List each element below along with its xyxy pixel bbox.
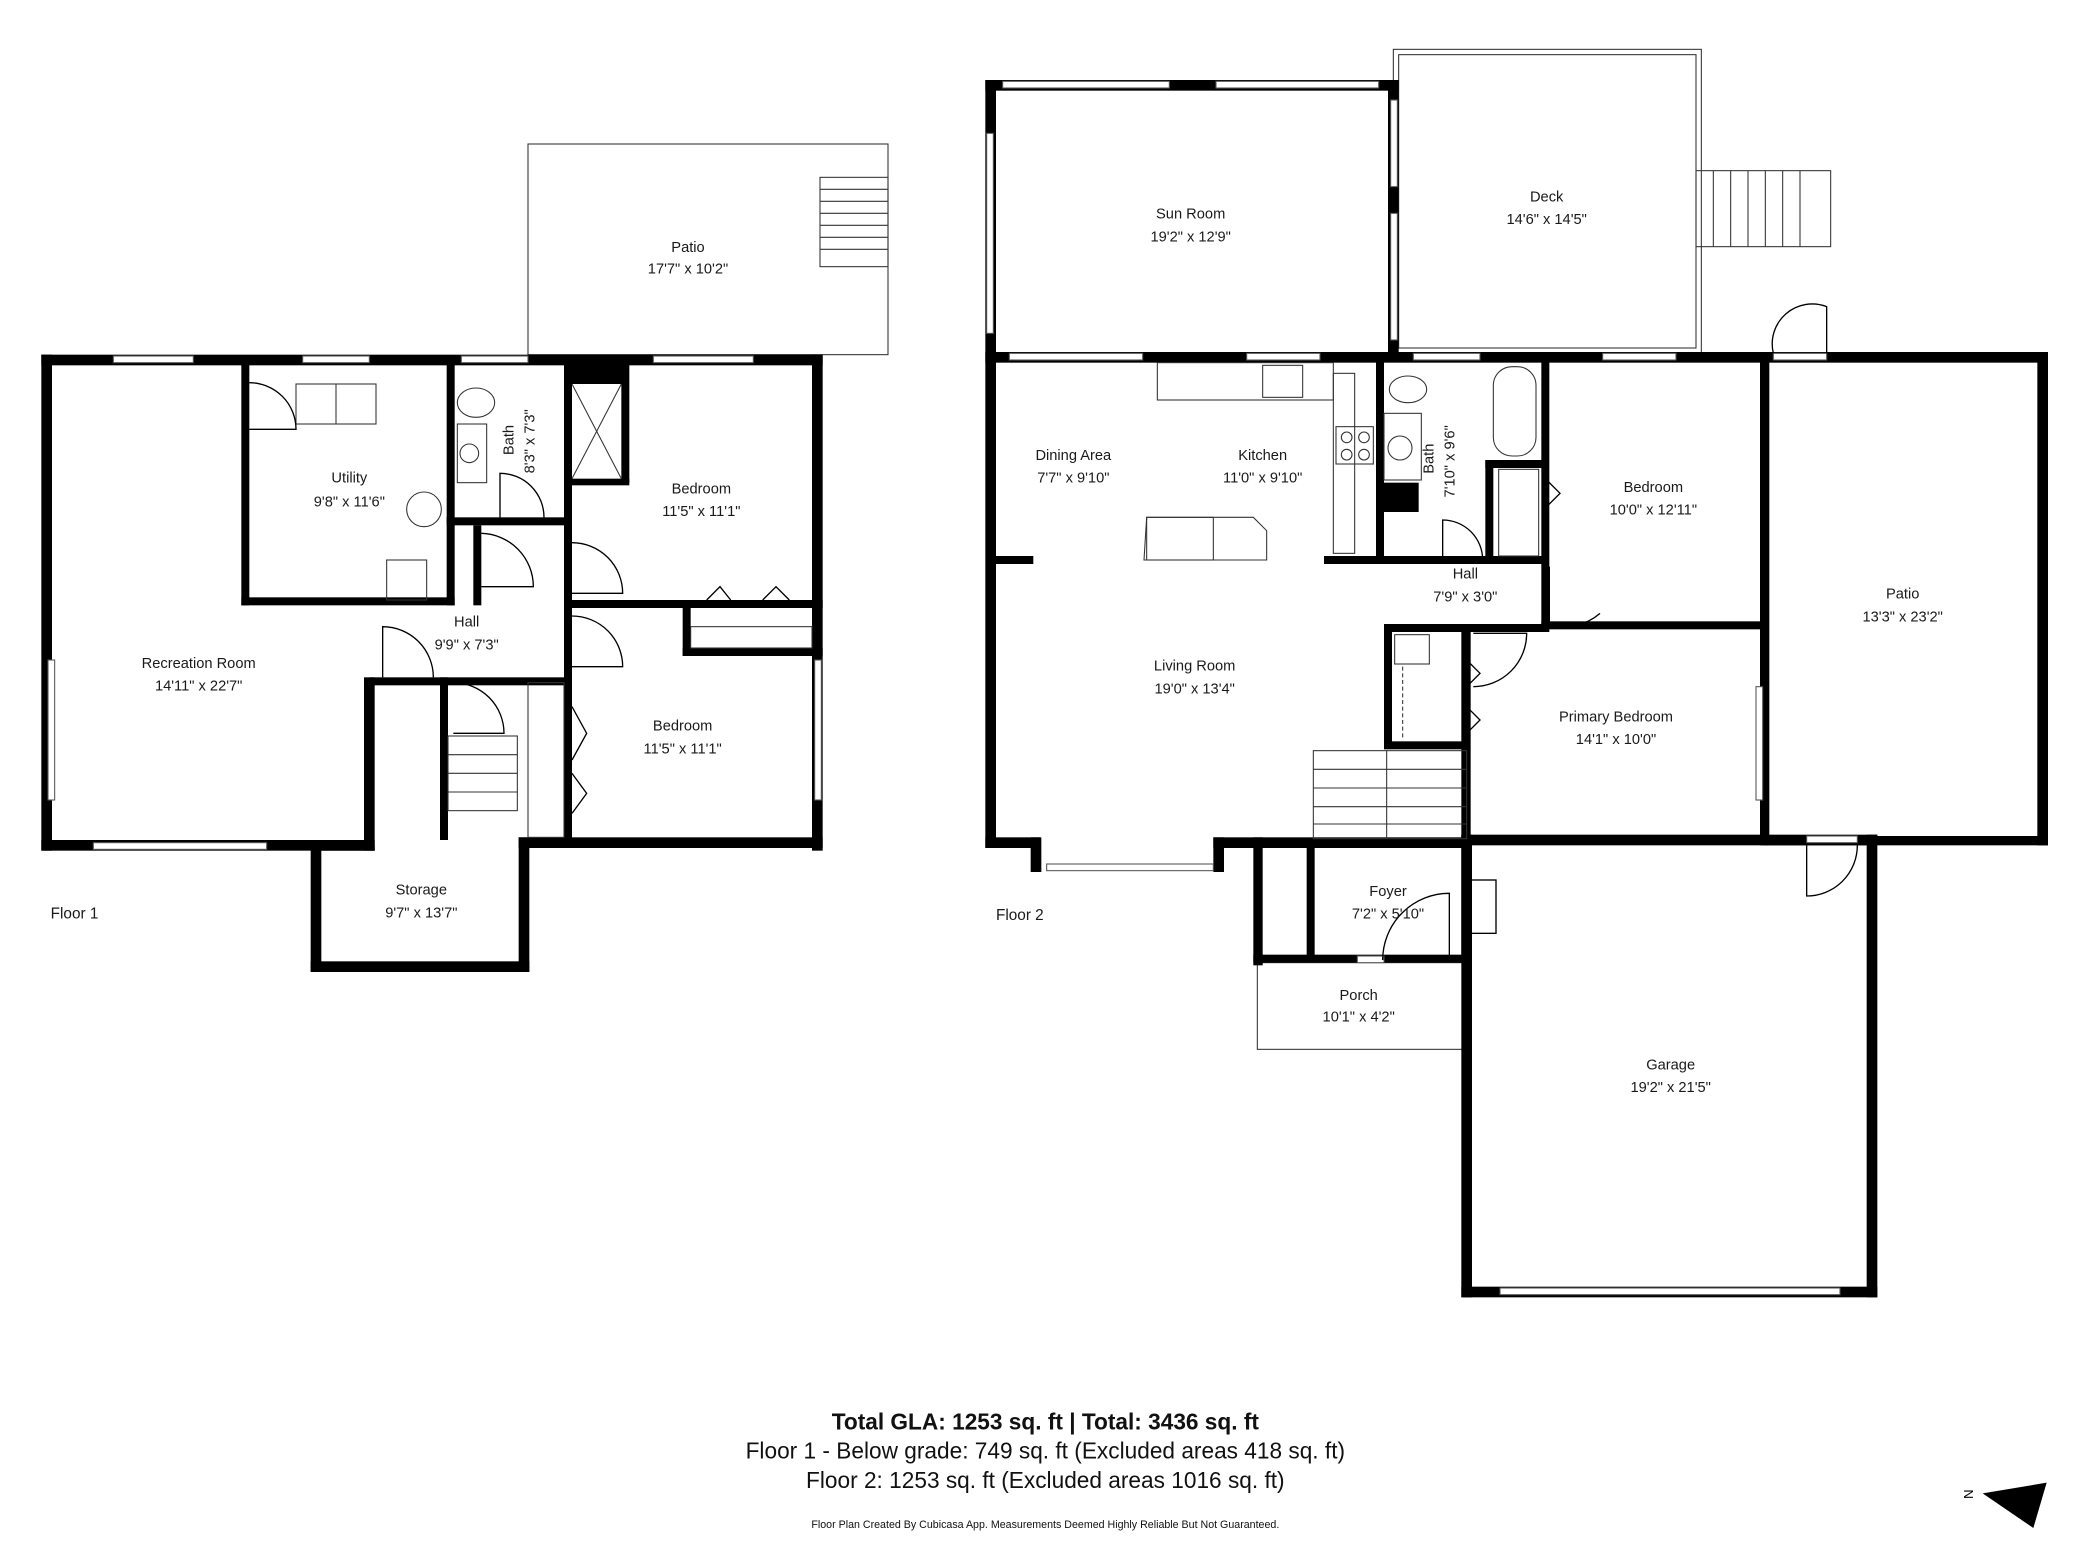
room-name: Bedroom [653,719,712,735]
room-name: Recreation Room [142,656,256,672]
room-dimensions: 19'2" x 12'9" [1150,229,1230,245]
room-name: Living Room [1154,659,1235,675]
room-dimensions: 11'5" x 11'1" [644,741,722,757]
room-name: Bedroom [1624,480,1683,496]
walls [41,354,823,972]
room-name: Deck [1530,189,1564,205]
porch-outline [1256,962,1464,1050]
room-dimensions: 7'10" x 9'6" [1443,425,1459,497]
floor-2-label: Floor 2 [996,907,1044,924]
stairs-icon [1695,170,1832,248]
room-dimensions: 8'3" x 7'3" [523,409,539,473]
room-name: Patio [1886,587,1919,603]
room-dimensions: 9'9" x 7'3" [435,637,499,653]
floor-1-area: Floor 1 - Below grade: 749 sq. ft (Exclu… [746,1438,1345,1464]
fixtures [1143,362,1540,840]
room-name: Utility [331,471,367,487]
floor-1-plan: Patio 17'7" x 10'2" Utility 9'8" x 11'6"… [41,143,889,972]
room-dimensions: 9'8" x 11'6" [314,495,385,511]
room-name: Porch [1340,988,1378,1004]
room-dimensions: 17'7" x 10'2" [648,261,728,277]
stairs-icon [819,176,889,268]
room-dimensions: 7'9" x 3'0" [1433,589,1497,605]
room-name: Patio [671,240,704,256]
walls [985,80,2049,1298]
north-label: N [1961,1489,1976,1499]
room-name: Bath [501,425,517,455]
room-dimensions: 11'5" x 11'1" [662,504,740,520]
floor-2-area: Floor 2: 1253 sq. ft (Excluded areas 101… [806,1467,1285,1493]
room-dimensions: 19'0" x 13'4" [1154,681,1234,697]
disclaimer: Floor Plan Created By Cubicasa App. Meas… [811,1519,1279,1531]
room-dimensions: 14'6" x 14'5" [1506,212,1586,228]
room-name: Bedroom [672,481,731,497]
fixtures [295,383,813,838]
room-dimensions: 10'1" x 4'2" [1323,1009,1395,1025]
room-dimensions: 19'2" x 21'5" [1630,1080,1710,1096]
room-name: Kitchen [1238,448,1287,464]
room-dimensions: 10'0" x 12'11" [1610,503,1697,519]
room-dimensions: 7'2" x 5'10" [1352,907,1424,923]
floor-1-label: Floor 1 [51,906,99,923]
room-dimensions: 13'3" x 23'2" [1862,609,1942,625]
room-dimensions: 14'1" x 10'0" [1576,732,1656,748]
total-area: Total GLA: 1253 sq. ft | Total: 3436 sq.… [832,1408,1260,1434]
room-name: Foyer [1369,884,1407,900]
room-name: Hall [454,615,479,631]
windows [47,355,822,850]
room-name: Sun Room [1156,207,1225,223]
floor-2-plan: Sun Room 19'2" x 12'9" Deck 14'6" x 14'5… [985,48,2049,1298]
room-name: Garage [1646,1057,1695,1073]
windows [986,80,1858,1296]
room-dimensions: 11'0" x 9'10" [1223,471,1302,487]
doors [249,382,790,814]
room-name: Hall [1453,567,1478,583]
room-dimensions: 14'11" x 22'7" [155,679,242,695]
room-name: Bath [1421,444,1437,474]
north-arrow-icon: N [1961,1482,2047,1528]
room-name: Dining Area [1035,448,1112,464]
room-name: Primary Bedroom [1559,709,1673,725]
doors [1382,303,1858,961]
room-dimensions: 9'7" x 13'7" [385,905,457,921]
room-name: Storage [396,883,447,899]
room-dimensions: 7'7" x 9'10" [1037,471,1109,487]
